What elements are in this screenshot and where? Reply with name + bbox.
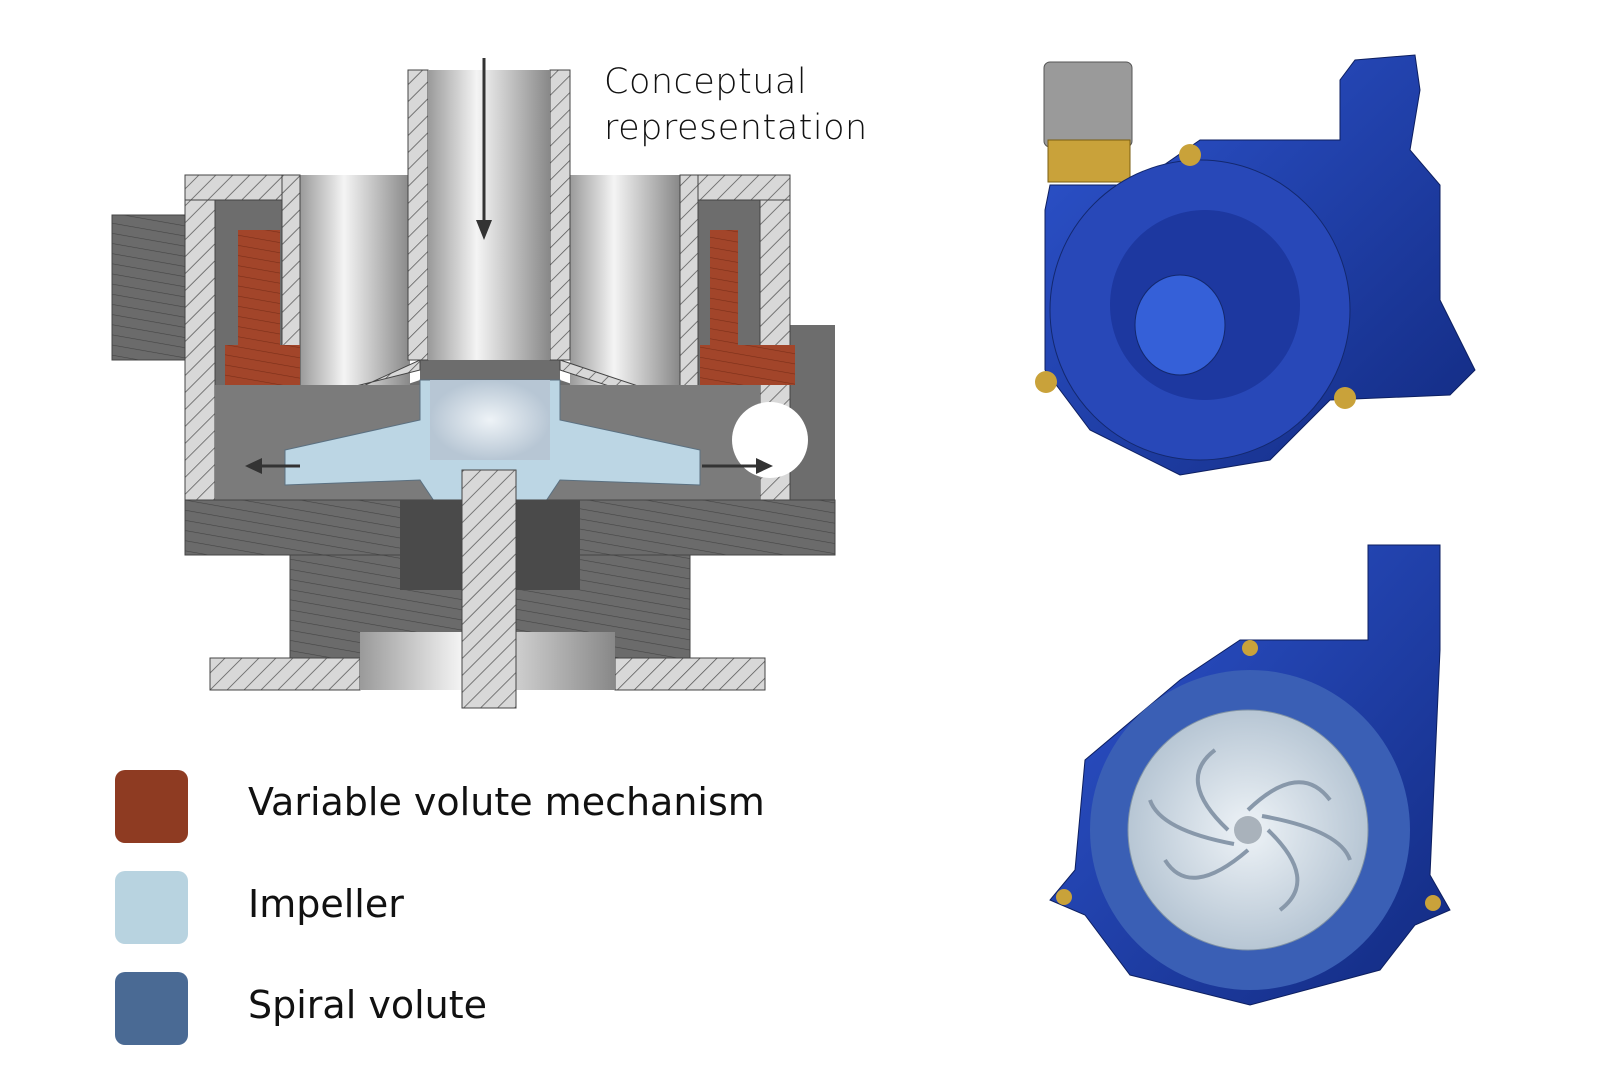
legend-label-variable-volute: Variable volute mechanism	[248, 780, 765, 824]
legend-swatch-impeller	[115, 871, 188, 944]
impeller-blades	[1148, 748, 1352, 912]
cross-section-drawing	[111, 69, 836, 709]
legend-label-impeller: Impeller	[248, 882, 404, 926]
volute-section-render	[1049, 544, 1451, 1006]
legend-swatch-variable-volute	[115, 770, 188, 843]
legend-label-spiral-volute: Spiral volute	[248, 983, 488, 1027]
flow-arrows	[245, 58, 773, 474]
annotation-line-1: Conceptual	[604, 62, 808, 102]
legend-swatch-spiral-volute	[115, 972, 188, 1045]
annotation-line-2: representation	[604, 108, 868, 148]
pump-3d-render	[1035, 54, 1476, 476]
inlet-arrow-head	[476, 220, 492, 240]
